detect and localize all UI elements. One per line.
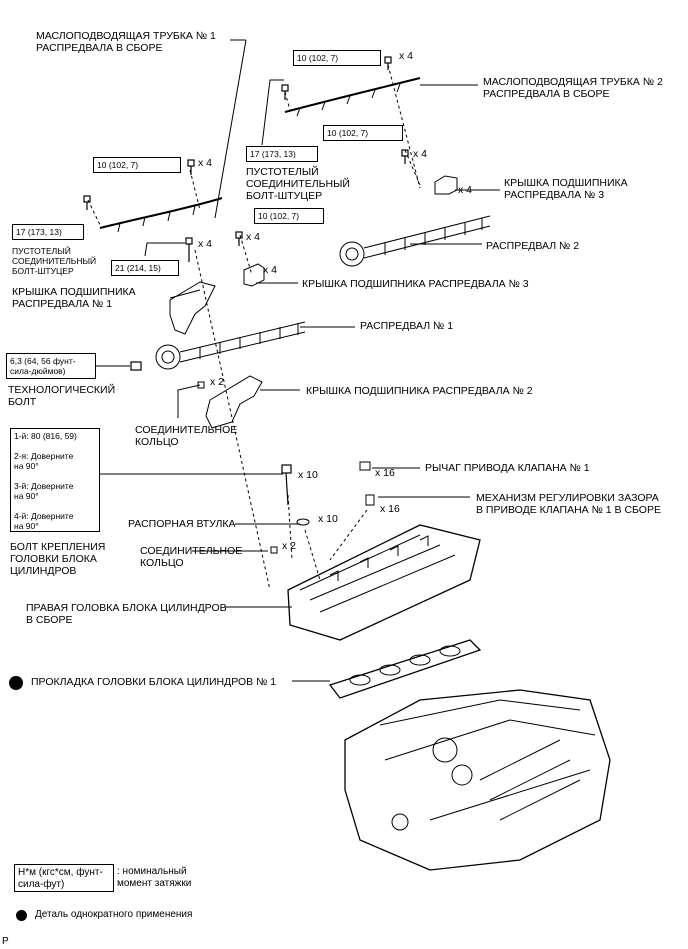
corner-mark: P: [2, 936, 9, 947]
legend-unit-box: Н*м (кгс*см, фунт- сила-фут): [14, 864, 114, 892]
label-bearing-cap-1: КРЫШКА ПОДШИПНИКА РАСПРЕДВАЛА № 1: [12, 286, 136, 310]
torque-box-head-bolt: 1-й: 80 (816, 59) 2-я: Доверните на 90° …: [10, 428, 100, 532]
qty: x 16: [380, 503, 400, 515]
torque-box: 10 (102, 7): [293, 50, 381, 66]
qty: x 4: [263, 264, 278, 276]
legend-single-use-dot: [16, 910, 27, 921]
label-head-bolt: БОЛТ КРЕПЛЕНИЯ ГОЛОВКИ БЛОКА ЦИЛИНДРОВ: [10, 541, 106, 577]
label-oil-pipe-2: МАСЛОПОДВОДЯЩАЯ ТРУБКА № 2 РАСПРЕДВАЛА В…: [483, 76, 663, 100]
label-bearing-cap-3: КРЫШКА ПОДШИПНИКА РАСПРЕДВАЛА № 3: [302, 278, 529, 290]
label-gasket: ПРОКЛАДКА ГОЛОВКИ БЛОКА ЦИЛИНДРОВ № 1: [31, 676, 277, 688]
label-lash-adjuster: МЕХАНИЗМ РЕГУЛИРОВКИ ЗАЗОРА В ПРИВОДЕ КЛ…: [476, 492, 661, 516]
torque-box: 17 (173, 13): [246, 146, 318, 162]
legend-single-use: Деталь однократного применения: [35, 909, 193, 920]
qty: x 2: [210, 376, 225, 388]
qty: x 10: [318, 513, 338, 525]
label-ring-pin: СОЕДИНИТЕЛЬНОЕ КОЛЬЦО: [135, 424, 238, 448]
qty: x 4: [413, 148, 428, 160]
label-oil-pipe-1: МАСЛОПОДВОДЯЩАЯ ТРУБКА № 1 РАСПРЕДВАЛА В…: [36, 30, 216, 54]
label-camshaft-1: РАСПРЕДВАЛ № 1: [360, 320, 454, 332]
torque-box: 10 (102, 7): [254, 208, 324, 224]
qty: x 4: [198, 157, 213, 169]
label-union-bolt: ПУСТОТЕЛЫЙ СОЕДИНИТЕЛЬНЫЙ БОЛТ-ШТУЦЕР: [246, 166, 350, 202]
torque-box: 21 (214, 15): [111, 260, 179, 276]
label-ring-pin: СОЕДИНИТЕЛЬНОЕ КОЛЬЦО: [140, 545, 243, 569]
qty: x 4: [399, 50, 414, 62]
label-service-bolt: ТЕХНОЛОГИЧЕСКИЙ БОЛТ: [8, 384, 116, 408]
qty: x 4: [458, 184, 473, 196]
label-bearing-cap-2: КРЫШКА ПОДШИПНИКА РАСПРЕДВАЛА № 2: [306, 385, 533, 397]
label-bearing-cap-3: КРЫШКА ПОДШИПНИКА РАСПРЕДВАЛА № 3: [504, 177, 628, 201]
legend-unit-desc: : номинальный момент затяжки: [117, 866, 192, 889]
label-spacer: РАСПОРНАЯ ВТУЛКА: [128, 518, 236, 530]
qty: x 10: [298, 469, 318, 481]
qty: x 2: [282, 540, 297, 552]
qty: x 4: [198, 238, 213, 250]
torque-box: 17 (173, 13): [12, 224, 84, 240]
single-use-dot: [9, 676, 23, 690]
label-cylinder-head: ПРАВАЯ ГОЛОВКА БЛОКА ЦИЛИНДРОВ В СБОРЕ: [26, 602, 227, 626]
label-camshaft-2: РАСПРЕДВАЛ № 2: [486, 240, 580, 252]
torque-box: 10 (102, 7): [323, 125, 403, 141]
torque-box: 6,3 (64, 56 фунт- сила-дюймов): [6, 353, 96, 379]
torque-box: 10 (102, 7): [93, 157, 181, 173]
qty: x 4: [246, 231, 261, 243]
label-rocker-arm: РЫЧАГ ПРИВОДА КЛАПАНА № 1: [425, 462, 590, 474]
label-union-bolt: ПУСТОТЕЛЫЙ СОЕДИНИТЕЛЬНЫЙ БОЛТ-ШТУЦЕР: [12, 246, 97, 276]
qty: x 16: [375, 467, 395, 479]
